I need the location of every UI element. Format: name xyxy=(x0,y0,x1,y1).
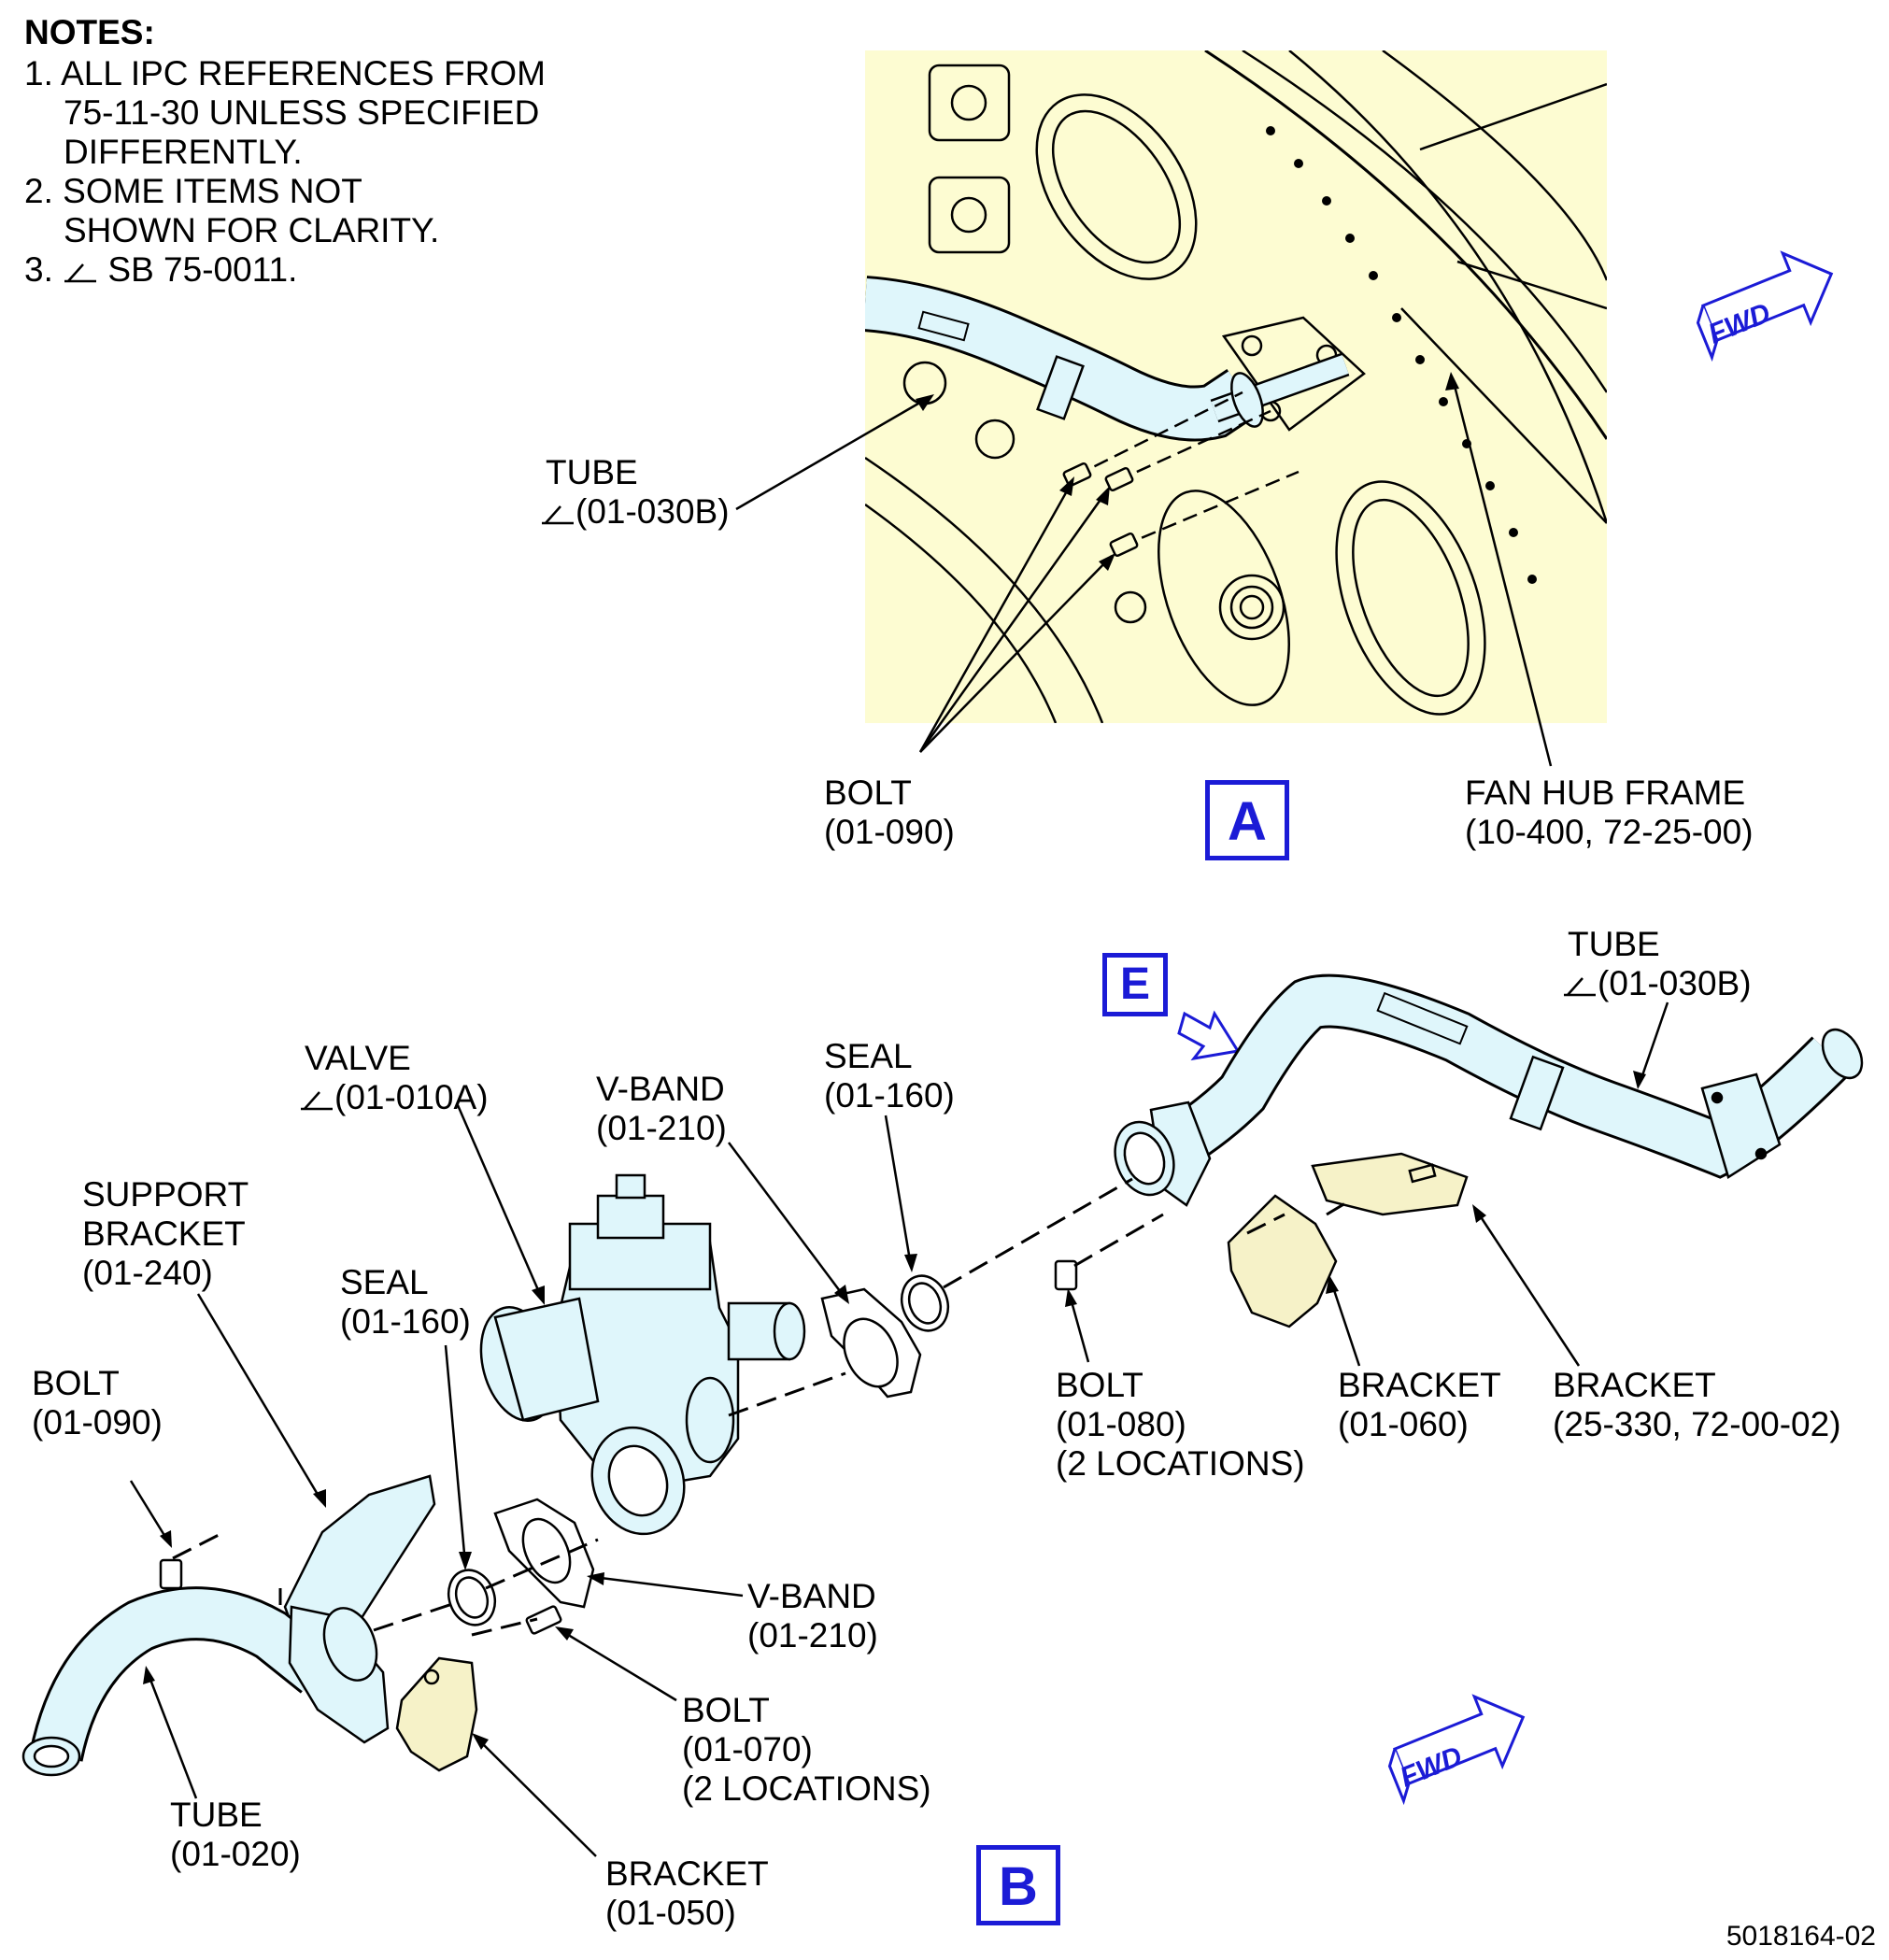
view-a-bolt-ref: (01-090) xyxy=(824,813,955,851)
view-b-bolt-left-ref: (01-090) xyxy=(32,1403,163,1442)
view-b-tube-020-label: TUBE xyxy=(170,1796,263,1834)
view-b-bracket-050-ref: (01-050) xyxy=(605,1894,736,1932)
view-b-vband-low-label: V-BAND xyxy=(747,1577,876,1615)
note-2-line-2: SHOWN FOR CLARITY. xyxy=(64,211,440,249)
note-2-line-1: SOME ITEMS NOT xyxy=(63,172,362,210)
view-b-bolt-070-locations: (2 LOCATIONS) xyxy=(682,1769,931,1808)
view-b-vband-top-label: V-BAND xyxy=(596,1070,725,1108)
view-b-bolt-070-label: BOLT xyxy=(682,1691,770,1729)
view-b-seal-low-ref: (01-160) xyxy=(340,1302,471,1341)
view-b-bolt-left-label: BOLT xyxy=(32,1364,120,1402)
view-b-seal-top-ref: (01-160) xyxy=(824,1076,955,1115)
view-b-support-ref: (01-240) xyxy=(82,1254,213,1292)
note-1: 1. ALL IPC REFERENCES FROM xyxy=(24,54,546,93)
view-a-frame-ref: (10-400, 72-25-00) xyxy=(1465,813,1754,851)
view-b-bracket-330-ref: (25-330, 72-00-02) xyxy=(1553,1405,1841,1443)
service-bulletin-flag-icon xyxy=(1562,974,1598,997)
view-b-support-label-2: BRACKET xyxy=(82,1214,246,1253)
note-1-number: 1. xyxy=(24,54,53,92)
view-b-valve-ref: (01-010A) xyxy=(299,1078,489,1117)
view-b-bolt-080-locations: (2 LOCATIONS) xyxy=(1056,1444,1305,1483)
view-b-illustration xyxy=(21,973,1864,1777)
service-bulletin-flag-icon xyxy=(540,503,575,525)
view-a-frame-label: FAN HUB FRAME xyxy=(1465,774,1746,812)
view-a-bolt-label: BOLT xyxy=(824,774,912,812)
note-2: 2. SOME ITEMS NOT xyxy=(24,172,362,211)
view-a-illustration xyxy=(735,50,1607,767)
view-e-marker: E xyxy=(1102,953,1168,1016)
view-a-tube-ref-text: (01-030B) xyxy=(575,492,730,531)
view-b-alignment-lines xyxy=(172,1177,1351,1637)
figure-id: 5018164-02 xyxy=(1726,1921,1876,1952)
view-b-leader-arrowheads xyxy=(143,1071,1646,1750)
view-b-leaders xyxy=(129,1001,1669,1857)
note-3-line-1: SB 75-0011. xyxy=(107,250,298,289)
notes-title: NOTES: xyxy=(24,13,155,51)
view-b-support-label-1: SUPPORT xyxy=(82,1175,249,1214)
note-2-number: 2. xyxy=(24,172,53,210)
note-1-line-3: DIFFERENTLY. xyxy=(64,133,303,171)
view-b-tube-020-ref: (01-020) xyxy=(170,1835,301,1873)
view-b-bracket-050-label: BRACKET xyxy=(605,1854,769,1893)
view-b-seal-low-label: SEAL xyxy=(340,1263,429,1301)
view-e-arrow-icon xyxy=(1177,1010,1241,1061)
view-b-marker: B xyxy=(976,1845,1060,1925)
view-b-tube-top-label: TUBE xyxy=(1568,925,1660,963)
view-b-bolt-070-ref: (01-070) xyxy=(682,1730,813,1768)
note-3: 3. SB 75-0011. xyxy=(24,250,297,290)
view-b-bracket-060-label: BRACKET xyxy=(1338,1366,1501,1404)
note-1-line-2: 75-11-30 UNLESS SPECIFIED xyxy=(64,93,540,132)
service-bulletin-flag-icon xyxy=(299,1088,334,1111)
view-b-bolt-080-ref: (01-080) xyxy=(1056,1405,1186,1443)
view-b-bracket-330-label: BRACKET xyxy=(1553,1366,1716,1404)
view-b-valve-label: VALVE xyxy=(305,1039,411,1077)
view-b-valve-ref-text: (01-010A) xyxy=(334,1078,489,1116)
view-a-marker: A xyxy=(1205,780,1289,860)
view-a-tube-label: TUBE xyxy=(546,453,638,491)
fwd-arrow-bottom-icon xyxy=(1387,1694,1526,1806)
view-b-tube-top-ref-text: (01-030B) xyxy=(1598,964,1752,1002)
view-b-tube-top-ref: (01-030B) xyxy=(1562,964,1752,1003)
view-b-bracket-060-ref: (01-060) xyxy=(1338,1405,1469,1443)
fwd-arrow-top-icon xyxy=(1696,250,1834,362)
service-bulletin-flag-icon xyxy=(63,261,98,283)
view-b-vband-low-ref: (01-210) xyxy=(747,1616,878,1655)
view-b-bolt-080-label: BOLT xyxy=(1056,1366,1143,1404)
note-3-number: 3. xyxy=(24,250,53,289)
note-1-line-1: ALL IPC REFERENCES FROM xyxy=(61,54,546,92)
view-b-vband-top-ref: (01-210) xyxy=(596,1109,727,1147)
view-b-seal-top-label: SEAL xyxy=(824,1037,913,1075)
view-a-tube-ref: (01-030B) xyxy=(540,492,730,532)
